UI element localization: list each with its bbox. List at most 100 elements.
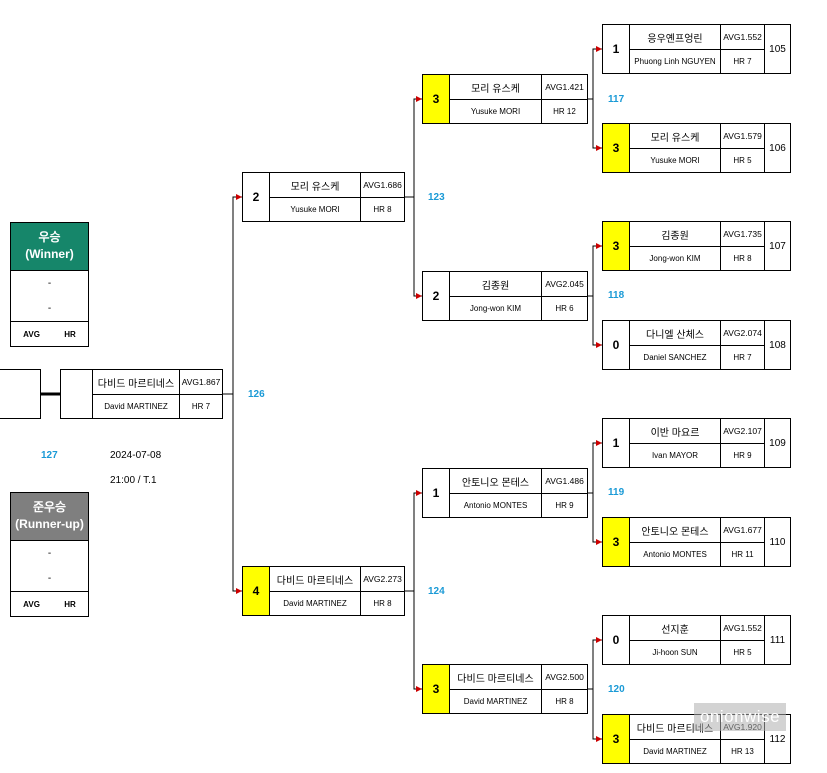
game-number: 108: [769, 339, 786, 351]
player-hr: HR 9: [721, 444, 765, 467]
player-hr: HR 8: [373, 599, 392, 608]
player-avg: AVG2.045: [542, 272, 587, 297]
winner-avg-label: AVG: [23, 329, 40, 339]
match-game-111[interactable]: 0 선지훈 AVG1.552 Ji-hoon SUN HR 5 111: [602, 615, 791, 665]
watermark: onionwise: [694, 703, 786, 731]
player-name-en: David MARTINEZ: [450, 690, 542, 713]
game-number: 111: [769, 634, 786, 646]
player-name-ko: 다비드 마르티네스: [93, 370, 180, 395]
player-hr: HR 13: [721, 740, 765, 763]
player-name-ko: 선지훈: [630, 616, 721, 641]
player-hr: HR 7: [191, 402, 211, 411]
score-box: 4: [243, 567, 270, 615]
game-number: 110: [769, 536, 786, 548]
player-hr: HR 5: [721, 641, 765, 664]
winner-box: 우승 (Winner) - - AVG HR: [10, 222, 89, 347]
player-hr: HR 12: [553, 107, 576, 116]
game-number: 109: [769, 437, 786, 449]
game-label: 119: [608, 487, 625, 498]
player-name-en: David MARTINEZ: [270, 592, 361, 615]
runner-up-title-en: (Runner-up): [15, 517, 84, 531]
player-name-en: Yusuke MORI: [450, 100, 542, 123]
match-game-109[interactable]: 1 이반 마요르 AVG2.107 Ivan MAYOR HR 9 109: [602, 418, 791, 468]
player-name-en: Antonio MONTES: [450, 494, 542, 517]
player-name-ko: 다비드 마르티네스: [450, 665, 542, 690]
game-number: 107: [769, 240, 786, 252]
score-box: 1: [603, 25, 630, 73]
finalist-slot[interactable]: 다비드 마르티네스 AVG1.867 David MARTINEZ HR 7: [60, 369, 223, 419]
game-label: 123: [428, 192, 445, 203]
quarterfinal-slot[interactable]: 2 김종원 AVG2.045 Jong-won KIM HR 6: [422, 271, 588, 321]
runner-up-box: 준우승 (Runner-up) - - AVG HR: [10, 492, 89, 617]
player-hr: HR 8: [373, 205, 392, 214]
runner-up-header: 준우승 (Runner-up): [11, 493, 88, 541]
score-box: 1: [603, 419, 630, 467]
player-name-ko: 김종원: [630, 222, 721, 247]
player-avg: AVG2.074: [721, 321, 765, 346]
score-box: 0: [603, 321, 630, 369]
player-hr: HR 7: [721, 50, 765, 73]
score-box: 2: [243, 173, 270, 221]
winner-title-ko: 우승: [38, 230, 61, 244]
player-hr: HR 5: [721, 149, 765, 172]
player-hr: HR 8: [721, 247, 765, 270]
score-box: 3: [603, 518, 630, 566]
player-name-en: David MARTINEZ: [93, 395, 180, 418]
player-name-ko: 이반 마요르: [630, 419, 721, 444]
winner-stats: AVG HR: [11, 321, 88, 346]
player-name-ko: 모리 유스케: [630, 124, 721, 149]
semifinal-slot[interactable]: 2 모리 유스케 AVG1.686 Yusuke MORI HR 8: [242, 172, 405, 222]
match-game-110[interactable]: 3 안토니오 몬테스 AVG1.677 Antonio MONTES HR 11…: [602, 517, 791, 567]
game-label: 118: [608, 290, 625, 301]
score-box: 3: [603, 715, 630, 763]
score-box: [61, 370, 93, 418]
score-box: 3: [603, 222, 630, 270]
player-name-en: Ivan MAYOR: [630, 444, 721, 467]
quarterfinal-slot[interactable]: 3 모리 유스케 AVG1.421 Yusuke MORI HR 12: [422, 74, 588, 124]
player-hr: HR 7: [721, 346, 765, 369]
player-name-en: David MARTINEZ: [630, 740, 721, 763]
game-number: 106: [769, 142, 786, 154]
player-avg: AVG2.107: [721, 419, 765, 444]
player-name-en: Antonio MONTES: [630, 543, 721, 566]
player-avg: AVG1.552: [721, 25, 765, 50]
player-hr: HR 11: [721, 543, 765, 566]
quarterfinal-slot[interactable]: 1 안토니오 몬테스 AVG1.486 Antonio MONTES HR 9: [422, 468, 588, 518]
match-game-108[interactable]: 0 다니엘 산체스 AVG2.074 Daniel SANCHEZ HR 7 1…: [602, 320, 791, 370]
final-time: 21:00 / T.1: [110, 475, 157, 486]
player-name-ko: 다비드 마르티네스: [270, 567, 361, 592]
winner-hr-label: HR: [64, 329, 76, 339]
final-date: 2024-07-08: [110, 450, 162, 461]
player-avg: AVG1.552: [721, 616, 765, 641]
player-avg: AVG1.867: [180, 370, 222, 395]
runner-up-avg-label: AVG: [23, 599, 40, 609]
player-hr: HR 6: [555, 304, 574, 313]
score-box: 3: [423, 75, 450, 123]
runner-up-hr-label: HR: [64, 599, 76, 609]
player-name-en: Jong-won KIM: [630, 247, 721, 270]
player-avg: AVG2.500: [542, 665, 587, 690]
player-avg: AVG1.677: [721, 518, 765, 543]
player-name-ko: 모리 유스케: [270, 173, 361, 198]
match-game-105[interactable]: 1 응우옌프엉린 AVG1.552 Phuong Linh NGUYEN HR …: [602, 24, 791, 74]
player-avg: AVG1.421: [542, 75, 587, 100]
runner-up-line-1: -: [47, 548, 52, 559]
player-name-ko: 모리 유스케: [450, 75, 542, 100]
player-avg: AVG2.273: [361, 567, 404, 592]
game-label: 120: [608, 684, 625, 695]
player-name-en: Jong-won KIM: [450, 297, 542, 320]
semifinal-slot[interactable]: 4 다비드 마르티네스 AVG2.273 David MARTINEZ HR 8: [242, 566, 405, 616]
score-box: 0: [603, 616, 630, 664]
winner-line-1: -: [47, 278, 52, 289]
quarterfinal-slot[interactable]: 3 다비드 마르티네스 AVG2.500 David MARTINEZ HR 8: [422, 664, 588, 714]
player-name-en: Phuong Linh NGUYEN: [630, 50, 721, 73]
score-box: 3: [603, 124, 630, 172]
runner-up-title-ko: 준우승: [32, 500, 67, 514]
final-empty-slot[interactable]: [0, 369, 41, 419]
winner-line-2: -: [47, 303, 52, 314]
player-avg: AVG1.579: [721, 124, 765, 149]
player-name-en: Daniel SANCHEZ: [630, 346, 721, 369]
match-game-106[interactable]: 3 모리 유스케 AVG1.579 Yusuke MORI HR 5 106: [602, 123, 791, 173]
player-name-ko: 김종원: [450, 272, 542, 297]
match-game-107[interactable]: 3 김종원 AVG1.735 Jong-won KIM HR 8 107: [602, 221, 791, 271]
